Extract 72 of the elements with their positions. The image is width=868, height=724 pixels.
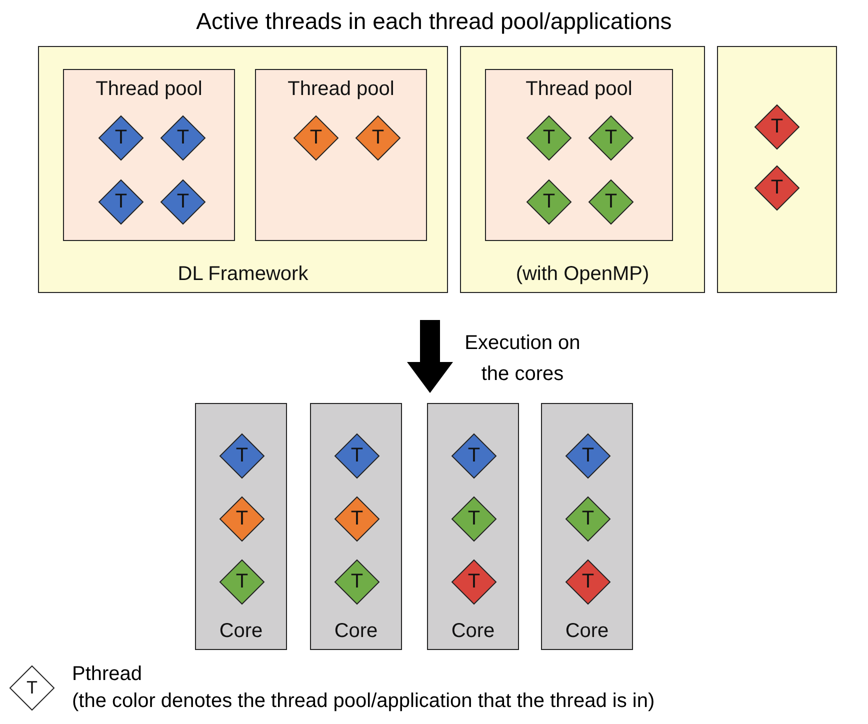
thread-label: T [770,176,784,200]
thread-diamond [452,560,496,604]
thread-diamond [452,497,496,541]
thread-diamond [755,105,799,149]
thread-diamond [99,180,143,224]
thread-diamond [527,116,571,160]
box-label: Core [450,620,496,643]
thread-label: T [234,444,250,468]
legend-diamond: T [10,666,54,710]
legend-text: (the color denotes the thread pool/application that the thread is in) [72,689,656,714]
thread-label: T [114,190,128,214]
diagram-title: Active threads in each thread pool/applications [195,8,673,35]
application-box [38,46,448,293]
thread-diamond [566,434,610,478]
thread-label: T [542,126,556,150]
thread-diamond [589,116,633,160]
thread-label: T [580,444,596,468]
legend-text: Pthread [72,662,144,687]
thread-label: T [176,190,190,214]
thread-label: T [466,444,482,468]
core-box [541,403,633,650]
box-label: DL Framework [176,263,310,286]
thread-label: T [234,570,250,594]
thread-label: T [350,508,364,530]
thread-label: T [350,570,364,594]
core-box [310,403,402,650]
thread-diamond [335,434,379,478]
thread-label: T [114,126,128,150]
thread-diamond [452,434,496,478]
thread-diamond [527,180,571,224]
thread-diamond [356,116,400,160]
thread-label: T [770,116,784,138]
thread-diamond [566,560,610,604]
core-box [195,403,287,650]
thread-pool-box [485,69,673,241]
box-label: Core [564,620,610,643]
thread-diamond [161,116,205,160]
thread-label: T [370,126,386,150]
thread-label: T [466,570,482,594]
thread-label: T [350,444,364,468]
application-box [717,46,837,293]
box-label: Thread pool [94,78,204,101]
thread-diamond [220,434,264,478]
arrow-note: Execution on the cores [464,331,582,387]
thread-label: T [604,126,618,150]
thread-diamond [294,116,338,160]
core-box [427,403,519,650]
thread-diamond [589,180,633,224]
thread-label: T [542,190,556,214]
thread-diamond [220,497,264,541]
box-label: Core [218,620,264,643]
thread-label: T [234,508,250,530]
thread-label: T [176,126,190,150]
box-label: Core [333,620,379,643]
application-box [460,46,705,293]
thread-diamond [755,166,799,210]
box-label: (with OpenMP) [514,263,650,286]
thread-pool-box [63,69,235,241]
box-label: Thread pool [286,78,396,101]
thread-diamond [220,560,264,604]
thread-label: T [580,508,596,530]
thread-label: T [466,508,482,530]
thread-diamond [99,116,143,160]
thread-diamond [161,180,205,224]
thread-diamond [335,560,379,604]
box-label: Thread pool [524,78,634,101]
thread-pool-box [255,69,427,241]
thread-label: T [604,190,618,214]
thread-label: T [580,570,596,594]
thread-label: T [308,126,324,150]
thread-diamond [335,497,379,541]
thread-diamond [566,497,610,541]
